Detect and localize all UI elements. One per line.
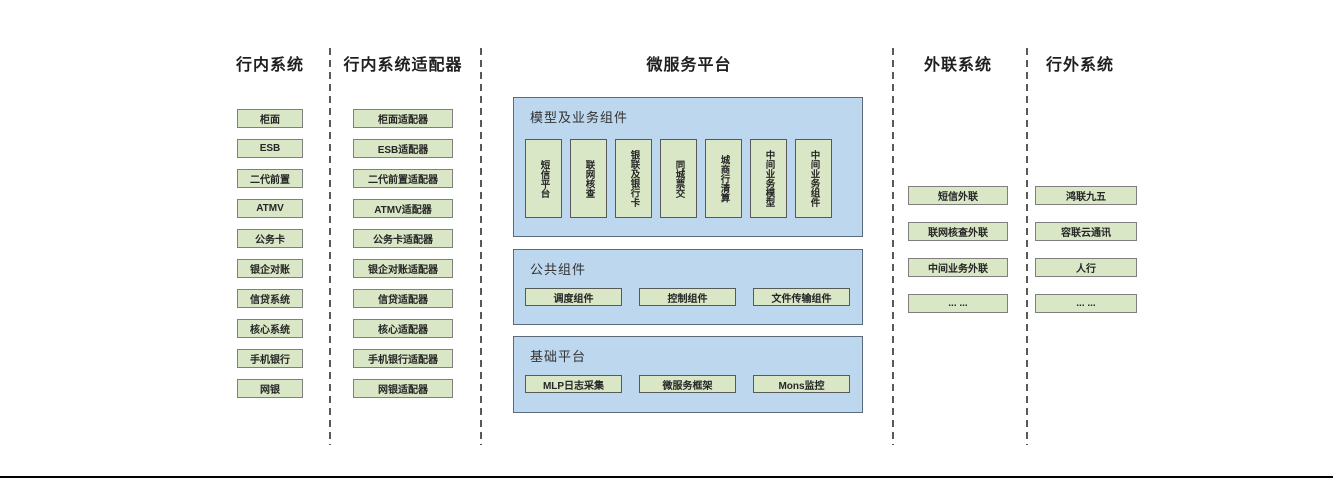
system-box: 银企对账 xyxy=(237,259,303,278)
adapter-box: 手机银行适配器 xyxy=(353,349,453,368)
panel-common-components: 公共组件 调度组件控制组件文件传输组件 xyxy=(513,249,863,325)
column-title-external-link-systems: 外联系统 xyxy=(923,57,992,74)
dashed-divider xyxy=(329,48,331,445)
system-box: 公务卡 xyxy=(237,229,303,248)
internal-adapters-list: 柜面适配器 ESB适配器二代前置适配器 ATMV适配器公务卡适配器银企对账适配器信贷… xyxy=(353,109,453,398)
model-components-list: 短信平台联网核查银联及银行卡同城票交城商行清算中间业务模型中间业务组件 xyxy=(525,139,832,218)
adapter-box: 公务卡适配器 xyxy=(353,229,453,248)
system-box: 柜面 xyxy=(237,109,303,128)
component-box-vertical: 中间业务模型 xyxy=(750,139,787,218)
outside-system-box: ... ... xyxy=(1035,294,1137,313)
panel-model-business-components: 模型及业务组件 短信平台联网核查银联及银行卡同城票交城商行清算中间业务模型中间业… xyxy=(513,97,863,237)
system-box: 手机银行 xyxy=(237,349,303,368)
outside-system-box: 鸿联九五 xyxy=(1035,186,1137,205)
common-components-list: 调度组件控制组件文件传输组件 xyxy=(525,288,850,306)
internal-systems-list: 柜面 ESB 二代前置 ATMV 公务卡银企对账信贷系统核心系统手机银行网银 xyxy=(237,109,303,398)
external-link-box: 联网核查外联 xyxy=(908,222,1008,241)
component-box-vertical: 同城票交 xyxy=(660,139,697,218)
component-box: 控制组件 xyxy=(639,288,736,306)
panel-title: 公共组件 xyxy=(530,262,587,277)
bottom-border-line xyxy=(0,476,1333,478)
system-box: 信贷系统 xyxy=(237,289,303,308)
adapter-box: 二代前置适配器 xyxy=(353,169,453,188)
adapter-box: 银企对账适配器 xyxy=(353,259,453,278)
panel-title: 基础平台 xyxy=(530,349,587,364)
component-box: Mons监控 xyxy=(753,375,850,393)
external-link-systems-list: 短信外联联网核查外联中间业务外联 ... ... xyxy=(908,186,1008,313)
outside-systems-list: 鸿联九五容联云通讯人行 ... ... xyxy=(1035,186,1137,313)
column-title-internal-systems: 行内系统 xyxy=(235,57,304,74)
dashed-divider xyxy=(892,48,894,445)
adapter-box: 网银适配器 xyxy=(353,379,453,398)
adapter-box: 核心适配器 xyxy=(353,319,453,338)
external-link-box: 短信外联 xyxy=(908,186,1008,205)
outside-system-box: 容联云通讯 xyxy=(1035,222,1137,241)
adapter-box: 信贷适配器 xyxy=(353,289,453,308)
system-box: 二代前置 xyxy=(237,169,303,188)
component-box: 调度组件 xyxy=(525,288,622,306)
column-title-outside-systems: 行外系统 xyxy=(1045,57,1114,74)
column-title-microservice-platform: 微服务平台 xyxy=(646,57,732,74)
panel-title: 模型及业务组件 xyxy=(530,110,629,125)
dashed-divider xyxy=(1026,48,1028,445)
column-title-internal-adapters: 行内系统适配器 xyxy=(343,57,463,74)
outside-system-box: 人行 xyxy=(1035,258,1137,277)
component-box-vertical: 中间业务组件 xyxy=(795,139,832,218)
component-box: MLP日志采集 xyxy=(525,375,622,393)
component-box-vertical: 银联及银行卡 xyxy=(615,139,652,218)
external-link-box: 中间业务外联 xyxy=(908,258,1008,277)
external-link-box: ... ... xyxy=(908,294,1008,313)
system-box: 核心系统 xyxy=(237,319,303,338)
component-box-vertical: 城商行清算 xyxy=(705,139,742,218)
system-box: ESB xyxy=(237,139,303,158)
adapter-box: ATMV适配器 xyxy=(353,199,453,218)
component-box-vertical: 短信平台 xyxy=(525,139,562,218)
base-platform-list: MLP日志采集微服务框架 Mons监控 xyxy=(525,375,850,393)
component-box: 微服务框架 xyxy=(639,375,736,393)
adapter-box: ESB适配器 xyxy=(353,139,453,158)
component-box-vertical: 联网核查 xyxy=(570,139,607,218)
component-box: 文件传输组件 xyxy=(753,288,850,306)
panel-base-platform: 基础平台 MLP日志采集微服务框架 Mons监控 xyxy=(513,336,863,413)
adapter-box: 柜面适配器 xyxy=(353,109,453,128)
system-box: ATMV xyxy=(237,199,303,218)
system-box: 网银 xyxy=(237,379,303,398)
dashed-divider xyxy=(480,48,482,445)
